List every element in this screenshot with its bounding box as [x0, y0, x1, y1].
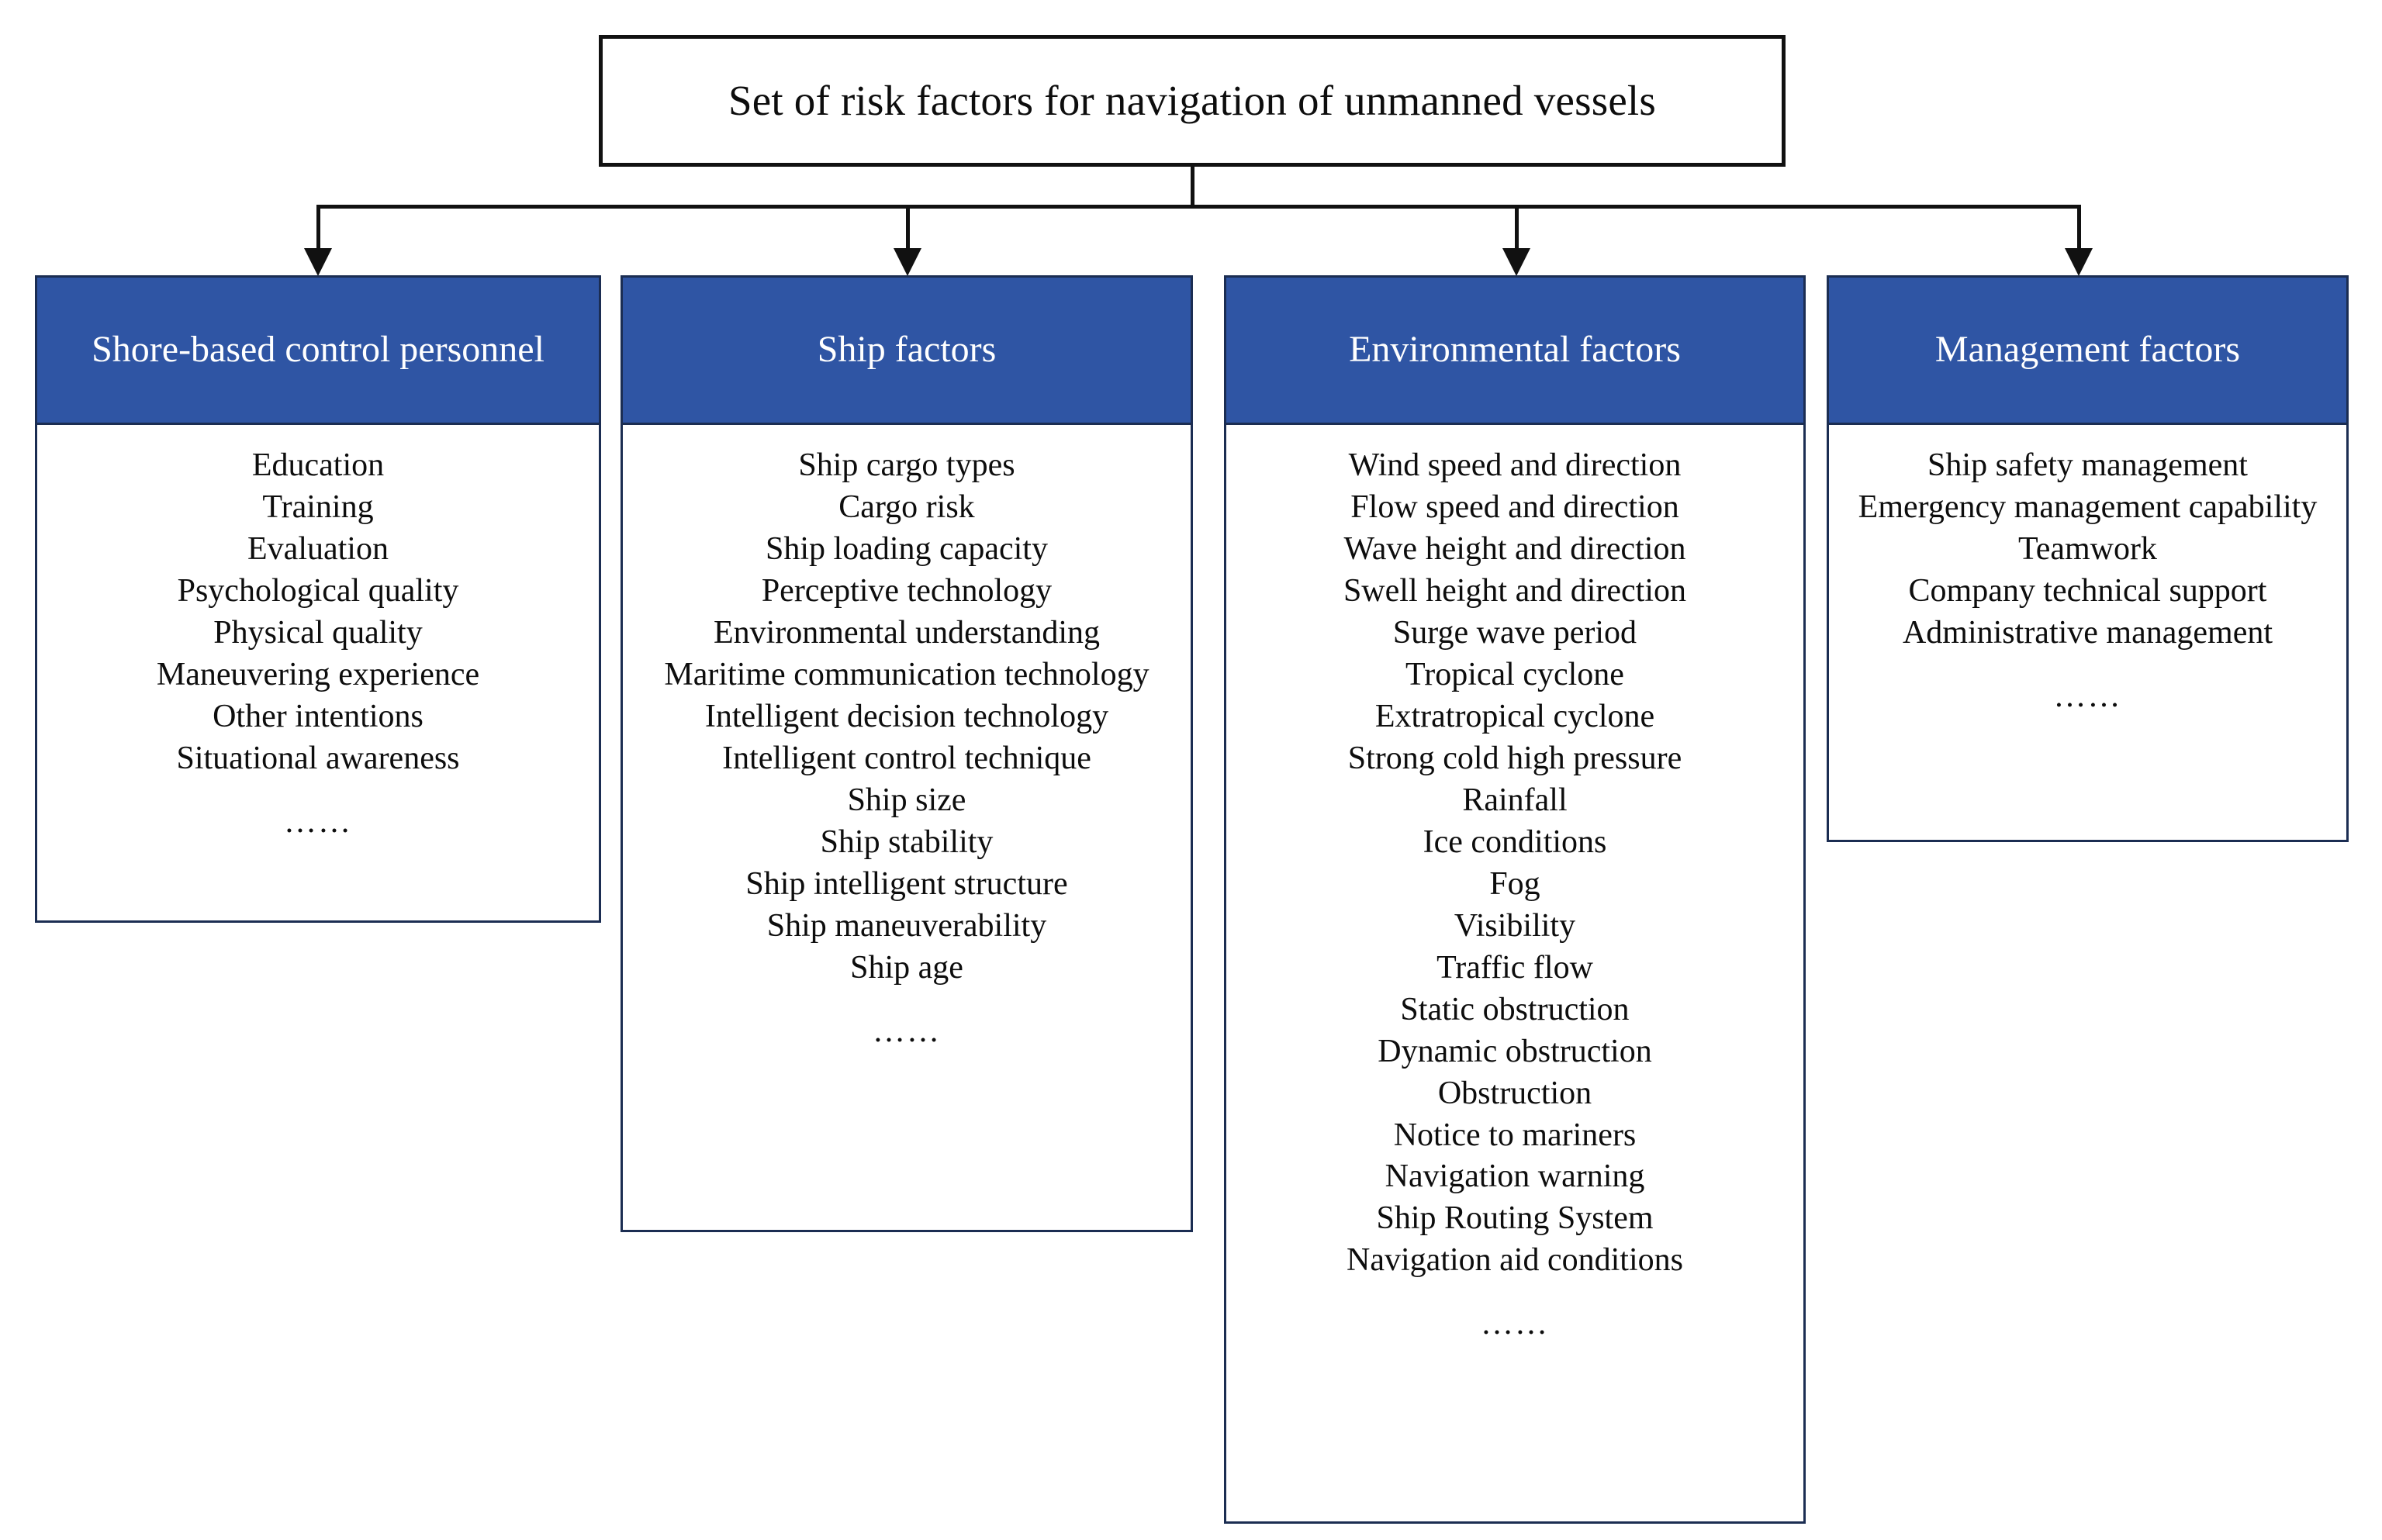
- list-item: Wind speed and direction: [1348, 447, 1682, 483]
- connector-bus: [316, 205, 2081, 209]
- list-item: Extratropical cyclone: [1374, 698, 1655, 734]
- list-item: Visibility: [1454, 907, 1576, 944]
- list-item: Tropical cyclone: [1405, 656, 1624, 692]
- column-shore-based-control-personnel: Shore-based control personnel Education …: [35, 275, 601, 923]
- list-item: Ship safety management: [1927, 447, 2248, 483]
- list-item: Education: [251, 447, 385, 483]
- list-item: Ship stability: [820, 824, 994, 860]
- list-item: Administrative management: [1902, 614, 2273, 651]
- connector-drop-1: [316, 205, 320, 259]
- list-ellipsis: ……: [2053, 678, 2122, 714]
- list-item: Surge wave period: [1392, 614, 1637, 651]
- root-node: Set of risk factors for navigation of un…: [599, 35, 1786, 167]
- list-item: Ship Routing System: [1376, 1200, 1654, 1237]
- list-item: Ship age: [850, 949, 963, 986]
- list-item: Strong cold high pressure: [1347, 740, 1682, 776]
- connector-drop-3: [1515, 205, 1519, 259]
- column-body-ship-factors: Ship cargo types Cargo risk Ship loading…: [621, 425, 1193, 1232]
- list-item: Notice to mariners: [1393, 1117, 1637, 1153]
- list-item: Obstruction: [1437, 1075, 1592, 1111]
- column-header-ship-factors: Ship factors: [621, 275, 1193, 425]
- list-item: Environmental understanding: [713, 614, 1101, 651]
- list-item: Intelligent control technique: [722, 740, 1091, 776]
- list-ellipsis: ……: [873, 1013, 941, 1049]
- root-node-title: Set of risk factors for navigation of un…: [728, 77, 1657, 125]
- list-item: Ship size: [847, 782, 966, 818]
- list-item: Maneuvering experience: [156, 656, 480, 692]
- list-ellipsis: ……: [1481, 1306, 1549, 1342]
- arrow-head-1: [304, 248, 332, 276]
- list-item: Evaluation: [247, 530, 389, 567]
- connector-drop-2: [906, 205, 910, 259]
- column-ship-factors: Ship factors Ship cargo types Cargo risk…: [621, 275, 1193, 1232]
- list-item: Ice conditions: [1423, 824, 1607, 860]
- list-item: Other intentions: [213, 698, 424, 734]
- list-item: Intelligent decision technology: [704, 698, 1109, 734]
- connector-stem: [1191, 167, 1194, 208]
- list-item: Maritime communication technology: [664, 656, 1150, 692]
- column-management-factors: Management factors Ship safety managemen…: [1827, 275, 2349, 842]
- arrow-head-3: [1502, 248, 1530, 276]
- list-item: Ship cargo types: [798, 447, 1015, 483]
- column-body-shore-based-control-personnel: Education Training Evaluation Psychologi…: [35, 425, 601, 923]
- list-item: Emergency management capability: [1858, 489, 2318, 525]
- list-item: Perceptive technology: [761, 572, 1053, 609]
- arrow-head-4: [2065, 248, 2093, 276]
- list-item: Ship intelligent structure: [745, 865, 1068, 902]
- list-item: Training: [262, 489, 374, 525]
- list-item: Static obstruction: [1400, 991, 1630, 1027]
- list-item: Dynamic obstruction: [1378, 1033, 1652, 1069]
- list-item: Rainfall: [1462, 782, 1568, 818]
- column-body-environmental-factors: Wind speed and direction Flow speed and …: [1224, 425, 1806, 1524]
- column-environmental-factors: Environmental factors Wind speed and dir…: [1224, 275, 1806, 1524]
- list-item: Cargo risk: [838, 489, 975, 525]
- list-item: Wave height and direction: [1343, 530, 1686, 567]
- column-header-shore-based-control-personnel: Shore-based control personnel: [35, 275, 601, 425]
- list-item: Fog: [1489, 865, 1540, 902]
- list-item: Traffic flow: [1436, 949, 1593, 986]
- list-item: Navigation warning: [1385, 1158, 1645, 1195]
- list-item: Ship loading capacity: [766, 530, 1048, 567]
- list-item: Teamwork: [2018, 530, 2157, 567]
- list-item: Swell height and direction: [1343, 572, 1687, 609]
- list-item: Ship maneuverability: [766, 907, 1047, 944]
- list-item: Flow speed and direction: [1350, 489, 1679, 525]
- column-header-management-factors: Management factors: [1827, 275, 2349, 425]
- arrow-head-2: [894, 248, 921, 276]
- list-item: Navigation aid conditions: [1347, 1242, 1683, 1279]
- column-header-environmental-factors: Environmental factors: [1224, 275, 1806, 425]
- list-item: Psychological quality: [177, 572, 459, 609]
- connector-drop-4: [2077, 205, 2081, 259]
- list-item: Situational awareness: [176, 740, 460, 776]
- column-body-management-factors: Ship safety management Emergency managem…: [1827, 425, 2349, 842]
- list-ellipsis: ……: [284, 803, 352, 840]
- list-item: Physical quality: [213, 614, 423, 651]
- list-item: Company technical support: [1908, 572, 2267, 609]
